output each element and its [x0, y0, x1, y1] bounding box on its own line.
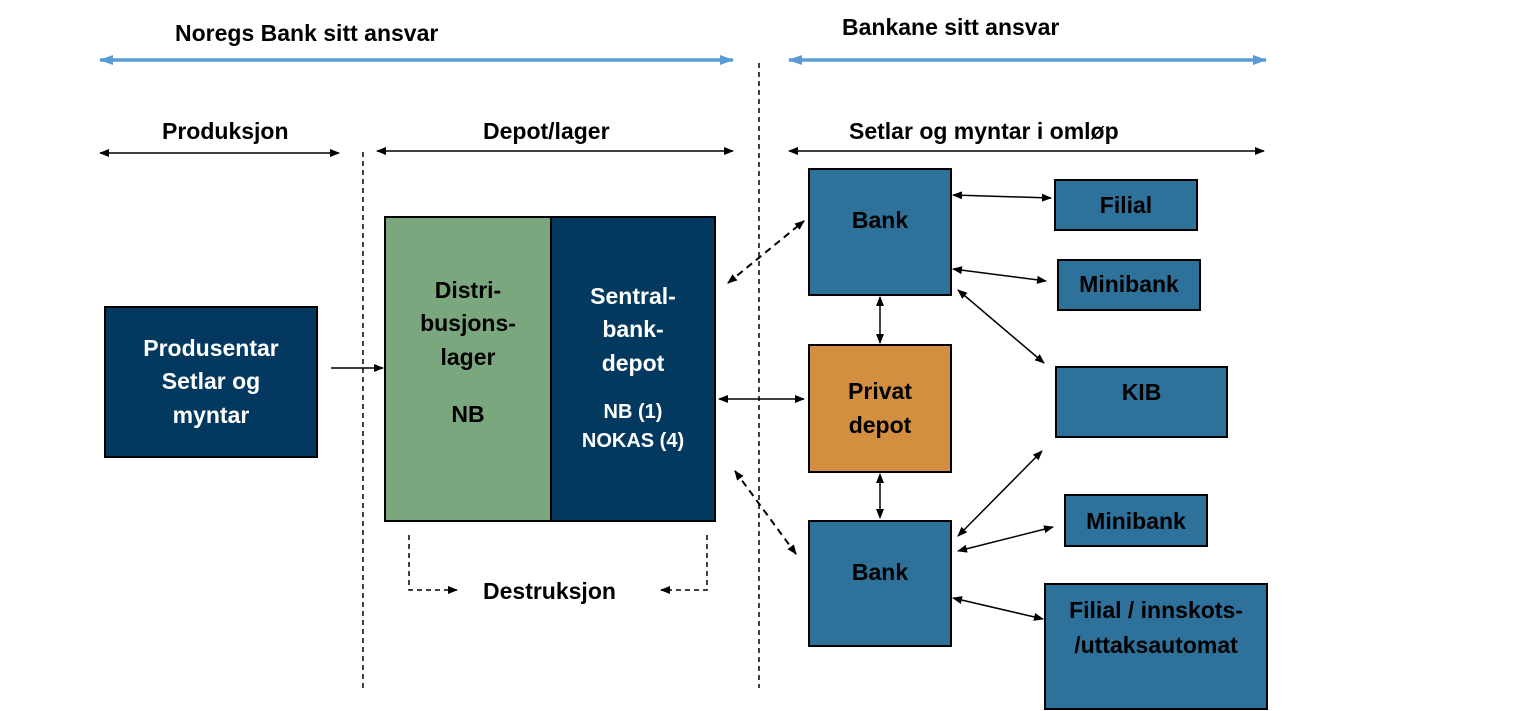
distribusjon-line-1: Distri- [434, 277, 502, 303]
bank-bottom-box: Bank [808, 520, 952, 647]
sentralbank-line-3: depot [601, 349, 665, 376]
arrow-bank-bottom-minibank [957, 525, 1054, 553]
sentralbank-sub-1: NB (1) [603, 401, 663, 424]
arrow-depot-destruksjon [660, 535, 708, 594]
filial-automat-line-2: /uttaksautomat [1074, 631, 1238, 658]
produsentar-line-3: myntar [172, 401, 250, 428]
kib-label: KIB [1121, 379, 1162, 405]
sentralbankdepot-box: Sentral- bank- depot NB (1) NOKAS (4) [552, 218, 714, 520]
minibank-top-label: Minibank [1079, 271, 1179, 297]
bankane-header: Bankane sitt ansvar [842, 14, 1060, 40]
arrow-bank-top-filial [952, 191, 1052, 202]
filial-automat-box: Filial / innskots- /uttaksautomat [1044, 583, 1268, 710]
sentralbank-sub-2: NOKAS (4) [581, 430, 685, 453]
sentralbank-line-2: bank- [602, 316, 664, 343]
privat-depot-box: Privat depot [808, 344, 952, 473]
depot-lager-label: Depot/lager [483, 118, 610, 144]
produsentar-line-1: Produsentar [143, 334, 279, 361]
minibank-bottom-label: Minibank [1086, 508, 1186, 534]
distribusjon-sub: NB [451, 401, 485, 428]
filial-box: Filial [1054, 179, 1198, 231]
distribusjon-line-2: busjons- [420, 310, 516, 337]
produksjon-label: Produksjon [162, 118, 289, 144]
distribusjon-line-3: lager [440, 343, 496, 370]
privat-depot-line-1: Privat [848, 378, 912, 405]
destruksjon-label: Destruksjon [483, 578, 616, 604]
filial-automat-line-1: Filial / innskots- [1069, 597, 1243, 623]
distribusjonslager-box: Distri- busjons- lager NB [386, 218, 552, 520]
minibank-top-box: Minibank [1057, 259, 1201, 311]
arrow-bank-top-kib [957, 289, 1045, 364]
arrow-bank-bottom-kib [957, 450, 1043, 537]
bank-bottom-label: Bank [851, 559, 909, 585]
arrow-depot-bank-bottom [734, 470, 797, 555]
bank-top-label: Bank [851, 207, 909, 233]
filial-label: Filial [1099, 192, 1153, 218]
bank-top-box: Bank [808, 168, 952, 296]
sentralbank-line-1: Sentral- [590, 283, 676, 309]
arrow-lager-destruksjon [408, 535, 458, 594]
omlop-label: Setlar og myntar i omløp [849, 118, 1119, 144]
arrow-depot-bank-top [727, 220, 805, 284]
noregs-bank-header: Noregs Bank sitt ansvar [175, 20, 439, 46]
kib-box: KIB [1055, 366, 1228, 438]
arrow-bank-bottom-filial-automat [952, 596, 1044, 621]
minibank-bottom-box: Minibank [1064, 494, 1208, 547]
privat-depot-line-2: depot [848, 411, 912, 438]
produsentar-line-2: Setlar og [161, 368, 261, 395]
produsentar-box: Produsentar Setlar og myntar [104, 306, 318, 458]
depot-container: Distri- busjons- lager NB Sentral- bank-… [384, 216, 716, 522]
arrow-bank-top-minibank [952, 266, 1047, 284]
